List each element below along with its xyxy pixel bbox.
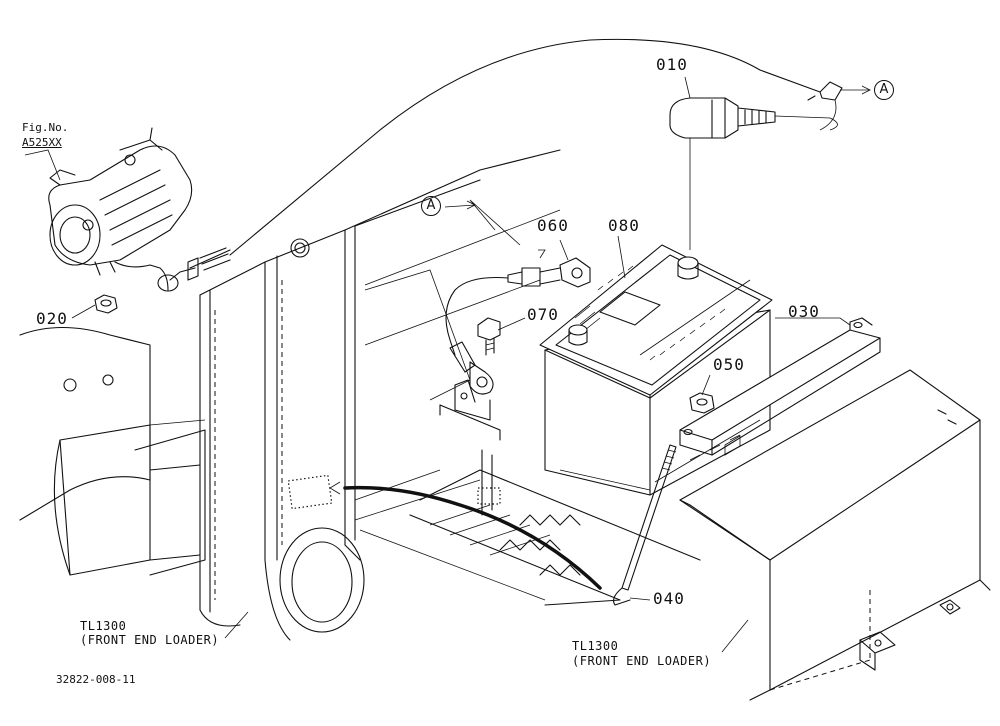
nut-020-shape — [94, 294, 118, 314]
note-left-line1: TL1300 — [80, 619, 127, 633]
note-left-line2: (FRONT END LOADER) — [80, 633, 220, 647]
part-label-020: 020 — [36, 309, 68, 328]
battery-cable-long — [187, 38, 871, 281]
part-label-080: 080 — [608, 216, 640, 235]
part-label-060: 060 — [537, 216, 569, 235]
note-right-line2: (FRONT END LOADER) — [572, 654, 712, 668]
note-right-line1: TL1300 — [572, 639, 619, 653]
nut-050-shape — [689, 392, 715, 414]
leader-lines — [24, 76, 851, 653]
callout-a-right: A — [874, 80, 894, 100]
starter-motor — [48, 127, 196, 292]
part-label-050: 050 — [713, 355, 745, 374]
ground-cable — [439, 199, 591, 441]
callout-a-left-arrow — [444, 200, 476, 210]
part-label-030: 030 — [788, 302, 820, 321]
callout-a-left: A — [421, 196, 441, 216]
part-label-010: 010 — [656, 55, 688, 74]
figure-ref-line1: Fig.No. — [22, 121, 69, 134]
hold-down-bar-030-shape — [679, 317, 881, 456]
thick-cable — [329, 481, 602, 590]
terminal-cover-010-shape — [669, 97, 838, 250]
battery-cover — [679, 369, 991, 701]
battery-080-shape — [539, 244, 773, 496]
part-label-070: 070 — [527, 305, 559, 324]
part-label-040: 040 — [653, 589, 685, 608]
tractor-frame — [19, 149, 701, 641]
drawing-number: 32822-008-11 — [56, 673, 136, 686]
figure-ref-line2: A525XX — [22, 136, 62, 149]
hold-down-rod-040-shape — [613, 444, 677, 606]
